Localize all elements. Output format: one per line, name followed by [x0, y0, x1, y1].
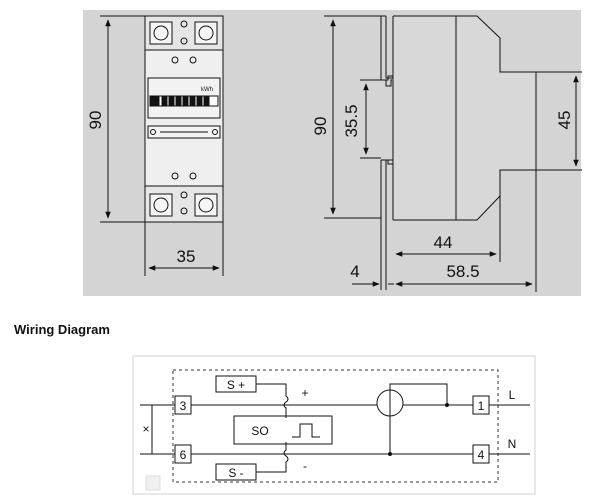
depth-44-value: 44 — [434, 233, 453, 252]
side-right-height-value: 45 — [555, 111, 574, 130]
depth-58-dimension — [395, 170, 537, 292]
side-height-dimension — [324, 15, 381, 219]
l-label: L — [509, 388, 516, 402]
depth-44-dimension — [395, 196, 501, 262]
side-view — [380, 15, 537, 290]
plus-label: + — [301, 386, 308, 400]
s-minus-label: S - — [228, 466, 243, 480]
kwh-label: kWh — [201, 87, 213, 93]
front-width-dimension — [144, 222, 224, 276]
n-label: N — [508, 437, 517, 451]
depth-58-value: 58.5 — [446, 262, 479, 281]
offset-4-value: 4 — [350, 262, 359, 281]
side-right-height-dimension — [536, 71, 582, 171]
so-label: SO — [251, 424, 268, 438]
side-rail-dimension — [360, 79, 381, 159]
x-label: × — [142, 422, 149, 436]
front-view — [144, 15, 224, 223]
front-height-value: 90 — [86, 111, 105, 130]
wiring-diagram-title: Wiring Diagram — [14, 322, 110, 337]
terminal-1-label: 1 — [478, 399, 485, 413]
minus-label: - — [303, 459, 307, 473]
side-rail-value: 35.5 — [342, 104, 361, 137]
terminal-3-label: 3 — [180, 399, 187, 413]
terminal-6-label: 6 — [180, 448, 187, 462]
front-width-value: 35 — [177, 247, 196, 266]
side-height-value: 90 — [311, 117, 330, 136]
wiring-diagram — [132, 355, 536, 495]
front-height-dimension — [100, 15, 145, 223]
terminal-4-label: 4 — [478, 448, 485, 462]
s-plus-label: S + — [227, 378, 245, 392]
